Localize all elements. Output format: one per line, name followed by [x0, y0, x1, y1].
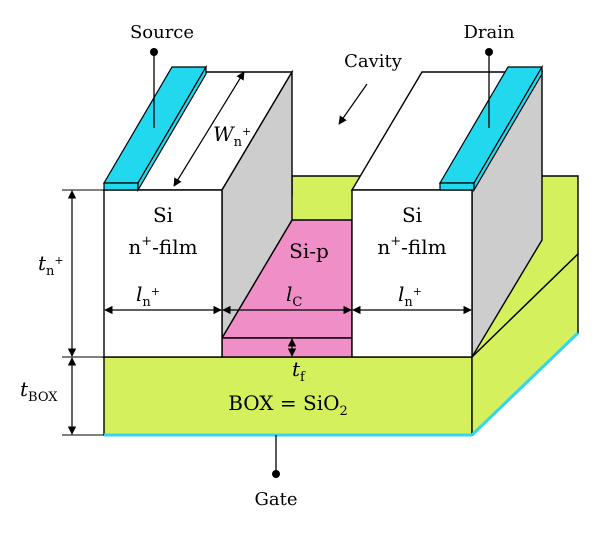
film-right-label: n+-film: [377, 234, 446, 259]
film-left-label: n+-film: [128, 234, 197, 259]
tn-label: tn+: [38, 251, 64, 279]
w-dimension-label: Wn+: [213, 122, 251, 150]
right-block-front: [351, 189, 473, 358]
sip-front-face: [221, 337, 353, 358]
drain-label: Drain: [463, 22, 515, 43]
source-contact-front: [103, 182, 139, 191]
drain-contact-front: [439, 182, 475, 191]
drain-contact-side: [473, 64, 543, 193]
tbox-label: tBOX: [20, 377, 58, 405]
source-terminal-dot: [150, 48, 158, 56]
drain-terminal-dot: [485, 48, 493, 56]
sip-label: Si-p: [289, 239, 329, 263]
tf-label: tf: [292, 357, 306, 385]
si-right-label: Si: [402, 203, 422, 227]
box-front-face: [103, 356, 473, 436]
gate-terminal-dot: [272, 470, 280, 478]
gate-label: Gate: [255, 489, 298, 510]
cavity-arrow: [338, 83, 368, 125]
lc-label: lC: [286, 282, 302, 310]
ln-right-label: ln+: [398, 282, 422, 310]
source-label: Source: [130, 22, 194, 43]
w-dimension-arrow: [173, 71, 245, 187]
box-edge-highlight-right: [470, 331, 580, 437]
ln-left-label: ln+: [136, 282, 160, 310]
cavity-label: Cavity: [344, 51, 403, 72]
left-block-front: [103, 189, 223, 358]
box-label: BOX = SiO2: [228, 391, 348, 419]
si-left-label: Si: [153, 203, 173, 227]
